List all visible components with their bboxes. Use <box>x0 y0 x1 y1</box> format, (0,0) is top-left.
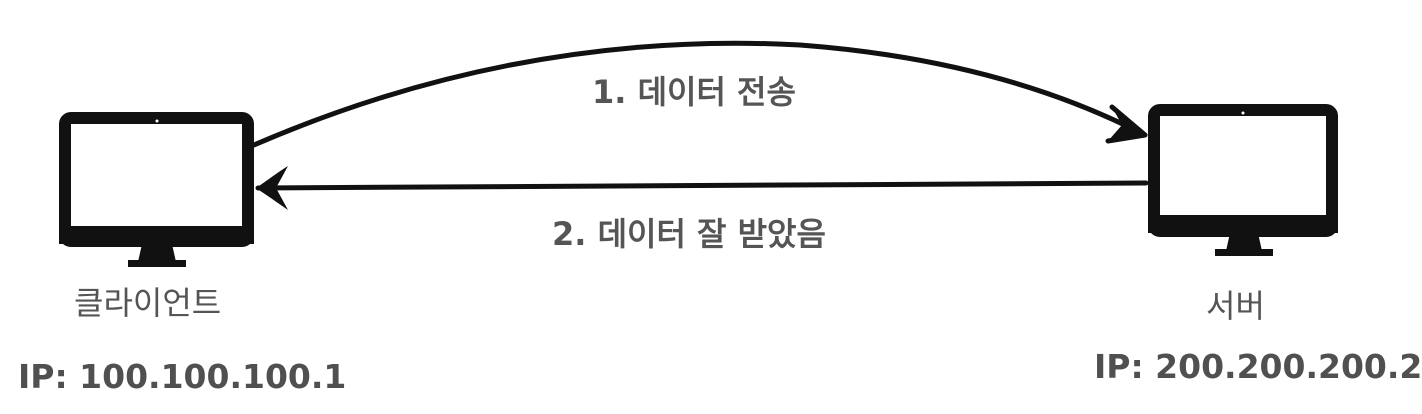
server-name: 서버 <box>1206 287 1265 325</box>
client-monitor-icon <box>59 112 254 267</box>
server-ip: IP: 200.200.200.2 <box>1094 347 1422 386</box>
ack-arrow <box>255 166 1149 210</box>
send-arrow <box>251 40 1148 148</box>
client-name: 클라이언트 <box>74 284 222 322</box>
client-ip: IP: 100.100.100.1 <box>18 357 347 396</box>
ack-message-label: 2. 데이터 잘 받았음 <box>552 215 826 253</box>
send-message-label: 1. 데이터 전송 <box>592 73 796 111</box>
server-monitor-icon <box>1148 104 1338 256</box>
